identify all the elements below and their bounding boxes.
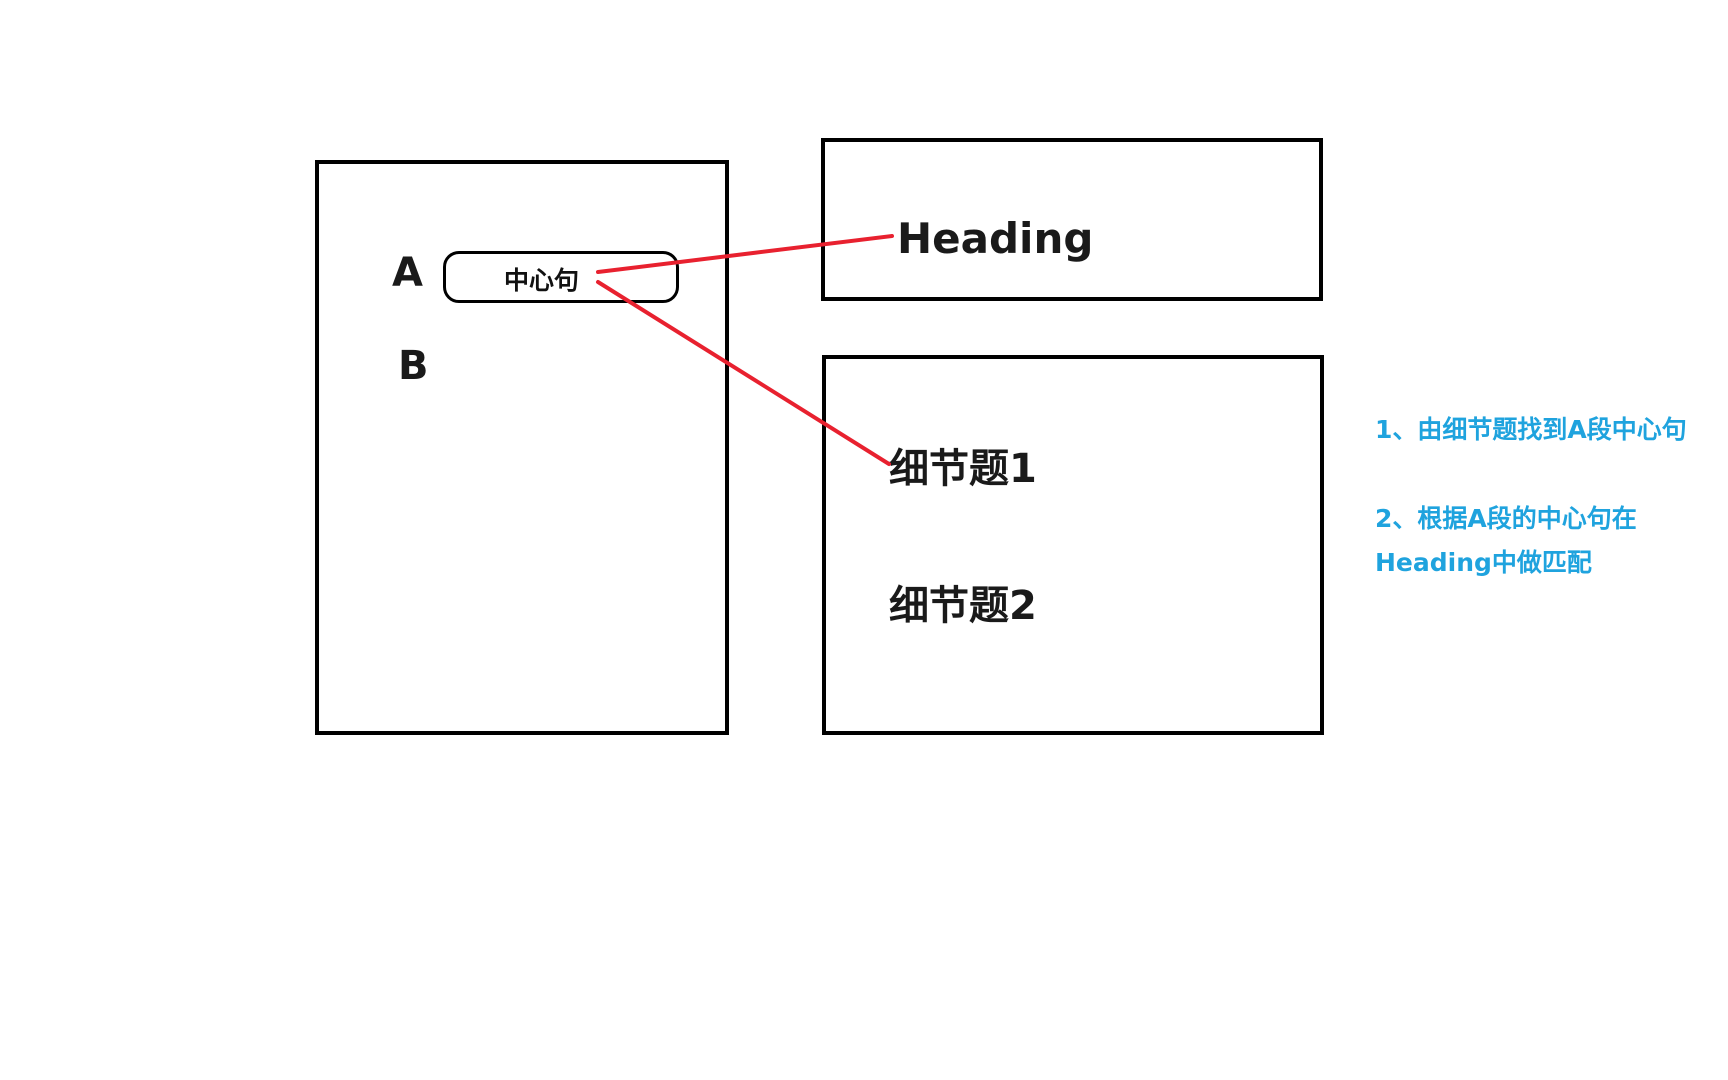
heading-panel [821, 138, 1323, 301]
paragraph-a-label: A [392, 250, 423, 296]
note-step-2: 2、根据A段的中心句在Heading中做匹配 [1375, 504, 1637, 577]
topic-sentence-pill [443, 251, 679, 303]
paragraph-b-label: B [398, 343, 429, 389]
note-step-1: 1、由细节题找到A段中心句 [1375, 415, 1687, 444]
details-panel [822, 355, 1324, 735]
heading-label: Heading [897, 214, 1094, 263]
topic-sentence-label: 中心句 [504, 266, 580, 295]
detail-question-1-label: 细节题1 [889, 446, 1037, 492]
passage-box [315, 160, 729, 735]
detail-question-2-label: 细节题2 [889, 583, 1037, 629]
instruction-notes: 1、由细节题找到A段中心句 2、根据A段的中心句在Heading中做匹配 [1375, 408, 1695, 585]
